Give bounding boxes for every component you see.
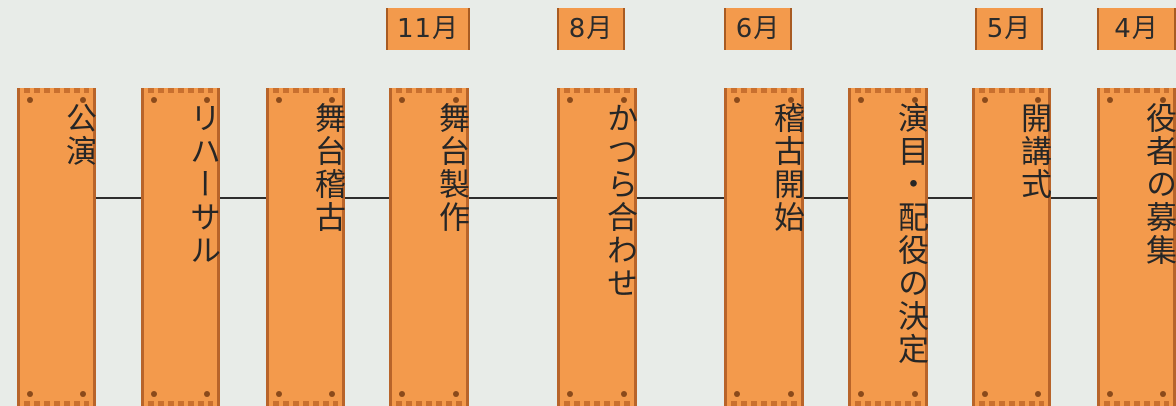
nail-icon [1160,391,1166,397]
stage-label: 稽古開始 [768,102,804,234]
nail-icon [276,97,282,103]
nail-icon [912,391,918,397]
nail-icon [734,391,740,397]
nail-icon [567,97,573,103]
nail-icon [329,391,335,397]
stage-board-stage-production: 舞台製作 [389,88,469,406]
nail-icon [204,391,210,397]
nail-icon [151,391,157,397]
month-tag-april: 4月 [1097,8,1176,50]
nail-icon [1107,391,1113,397]
month-tag-november: 11月 [386,8,470,50]
month-tag-may: 5月 [975,8,1043,50]
nail-icon [982,391,988,397]
stage-board-stage-rehearsal: 舞台稽古 [266,88,345,406]
nail-icon [858,391,864,397]
nail-icon [621,391,627,397]
nail-icon [151,97,157,103]
nail-icon [788,391,794,397]
stage-label: かつら合わせ [601,102,637,300]
nail-icon [27,391,33,397]
stage-board-actor-recruitment: 役者の募集 [1097,88,1176,406]
nail-icon [621,97,627,103]
nail-icon [858,97,864,103]
nail-icon [80,97,86,103]
stage-label: 開講式 [1015,102,1051,201]
stage-board-wig-fitting: かつら合わせ [557,88,637,406]
stage-label: 舞台製作 [433,102,469,234]
nail-icon [788,97,794,103]
nail-icon [453,97,459,103]
stage-board-practice-start: 稽古開始 [724,88,804,406]
stage-board-rehearsal: リハーサル [141,88,220,406]
nail-icon [399,97,405,103]
nail-icon [276,391,282,397]
nail-icon [1035,97,1041,103]
nail-icon [982,97,988,103]
month-tag-june: 6月 [724,8,792,50]
nail-icon [399,391,405,397]
nail-icon [1035,391,1041,397]
stage-board-opening-ceremony: 開講式 [972,88,1051,406]
stage-label: 演目・配役の決定 [892,102,928,366]
stage-board-program-casting: 演目・配役の決定 [848,88,928,406]
nail-icon [329,97,335,103]
nail-icon [567,391,573,397]
stage-label: 役者の募集 [1140,102,1176,267]
nail-icon [1107,97,1113,103]
stage-label: 公演 [60,102,96,168]
nail-icon [80,391,86,397]
nail-icon [912,97,918,103]
stage-label: 舞台稽古 [309,102,345,234]
month-tag-august: 8月 [557,8,625,50]
nail-icon [734,97,740,103]
nail-icon [27,97,33,103]
nail-icon [1160,97,1166,103]
nail-icon [453,391,459,397]
stage-board-performance: 公演 [17,88,96,406]
nail-icon [204,97,210,103]
stage-label: リハーサル [184,102,220,267]
